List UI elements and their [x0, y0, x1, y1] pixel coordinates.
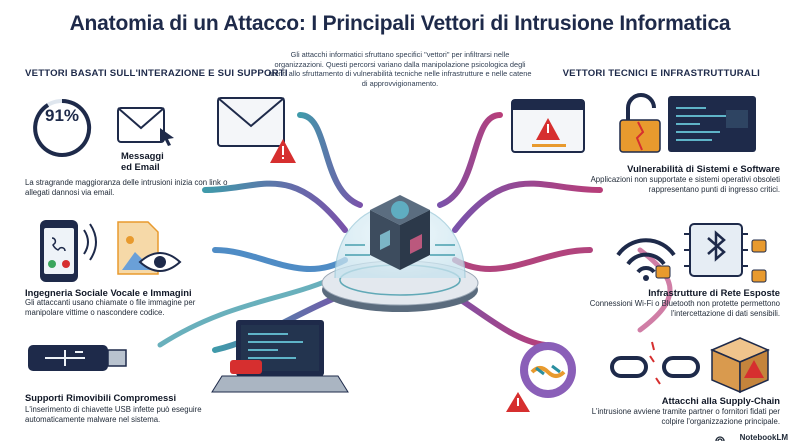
section-heading-right: VETTORI TECNICI E INFRASTRUTTURALI	[562, 68, 760, 79]
usb-desc: L'inserimento di chiavette USB infette p…	[25, 405, 202, 424]
wifi-icon	[616, 238, 676, 281]
email-envelope-icon	[217, 97, 296, 163]
intro-text: Gli attacchi informatici sfruttano speci…	[268, 50, 532, 88]
network-heading: Infrastrutture di Rete Esposte	[648, 287, 780, 298]
stat-ring	[33, 98, 92, 157]
code-window-icon	[668, 96, 756, 152]
section-heading-left: VETTORI BASATI SULL'INTERAZIONE E SUI SU…	[25, 68, 288, 79]
social-desc: Gli attaccanti usano chiamate o file imm…	[25, 298, 196, 317]
supply-desc: L'intrusione avviene tramite partner o f…	[591, 407, 780, 426]
browser-warning-icon	[511, 99, 585, 153]
central-hub	[321, 195, 479, 312]
page-title: Anatomia di un Attacco: I Principali Vet…	[69, 12, 731, 35]
package-box-icon	[710, 337, 770, 394]
laptop-icon	[211, 320, 349, 393]
brand-label: NotebookLM	[739, 433, 788, 442]
network-desc: Connessioni Wi-Fi o Bluetooth non protet…	[589, 299, 780, 318]
notebooklm-logo-icon	[715, 436, 725, 442]
social-heading: Ingegneria Sociale Vocale e Immagini	[25, 287, 192, 298]
lock-icon	[380, 230, 390, 250]
broken-chain-icon	[610, 341, 700, 385]
phone-icon	[40, 220, 97, 282]
broken-padlock-icon	[619, 93, 661, 153]
usb-heading: Supporti Rimovibili Compromessi	[25, 392, 177, 403]
usb-drive-icon	[28, 345, 127, 371]
email-heading: Messaggi ed Email	[121, 150, 164, 172]
email-stat: 91%	[44, 106, 80, 125]
envelope-icon	[117, 107, 174, 146]
vuln-desc: Applicazioni non supportate e sistemi op…	[590, 175, 780, 194]
email-desc: La stragrande maggioranza delle intrusio…	[25, 178, 228, 197]
supply-heading: Attacchi alla Supply-Chain	[661, 395, 780, 406]
eye-icon	[138, 252, 182, 272]
vuln-heading: Vulnerabilità di Sistemi e Software	[627, 163, 780, 174]
bluetooth-chip-icon	[684, 223, 767, 283]
gear-handshake-icon	[506, 342, 576, 412]
